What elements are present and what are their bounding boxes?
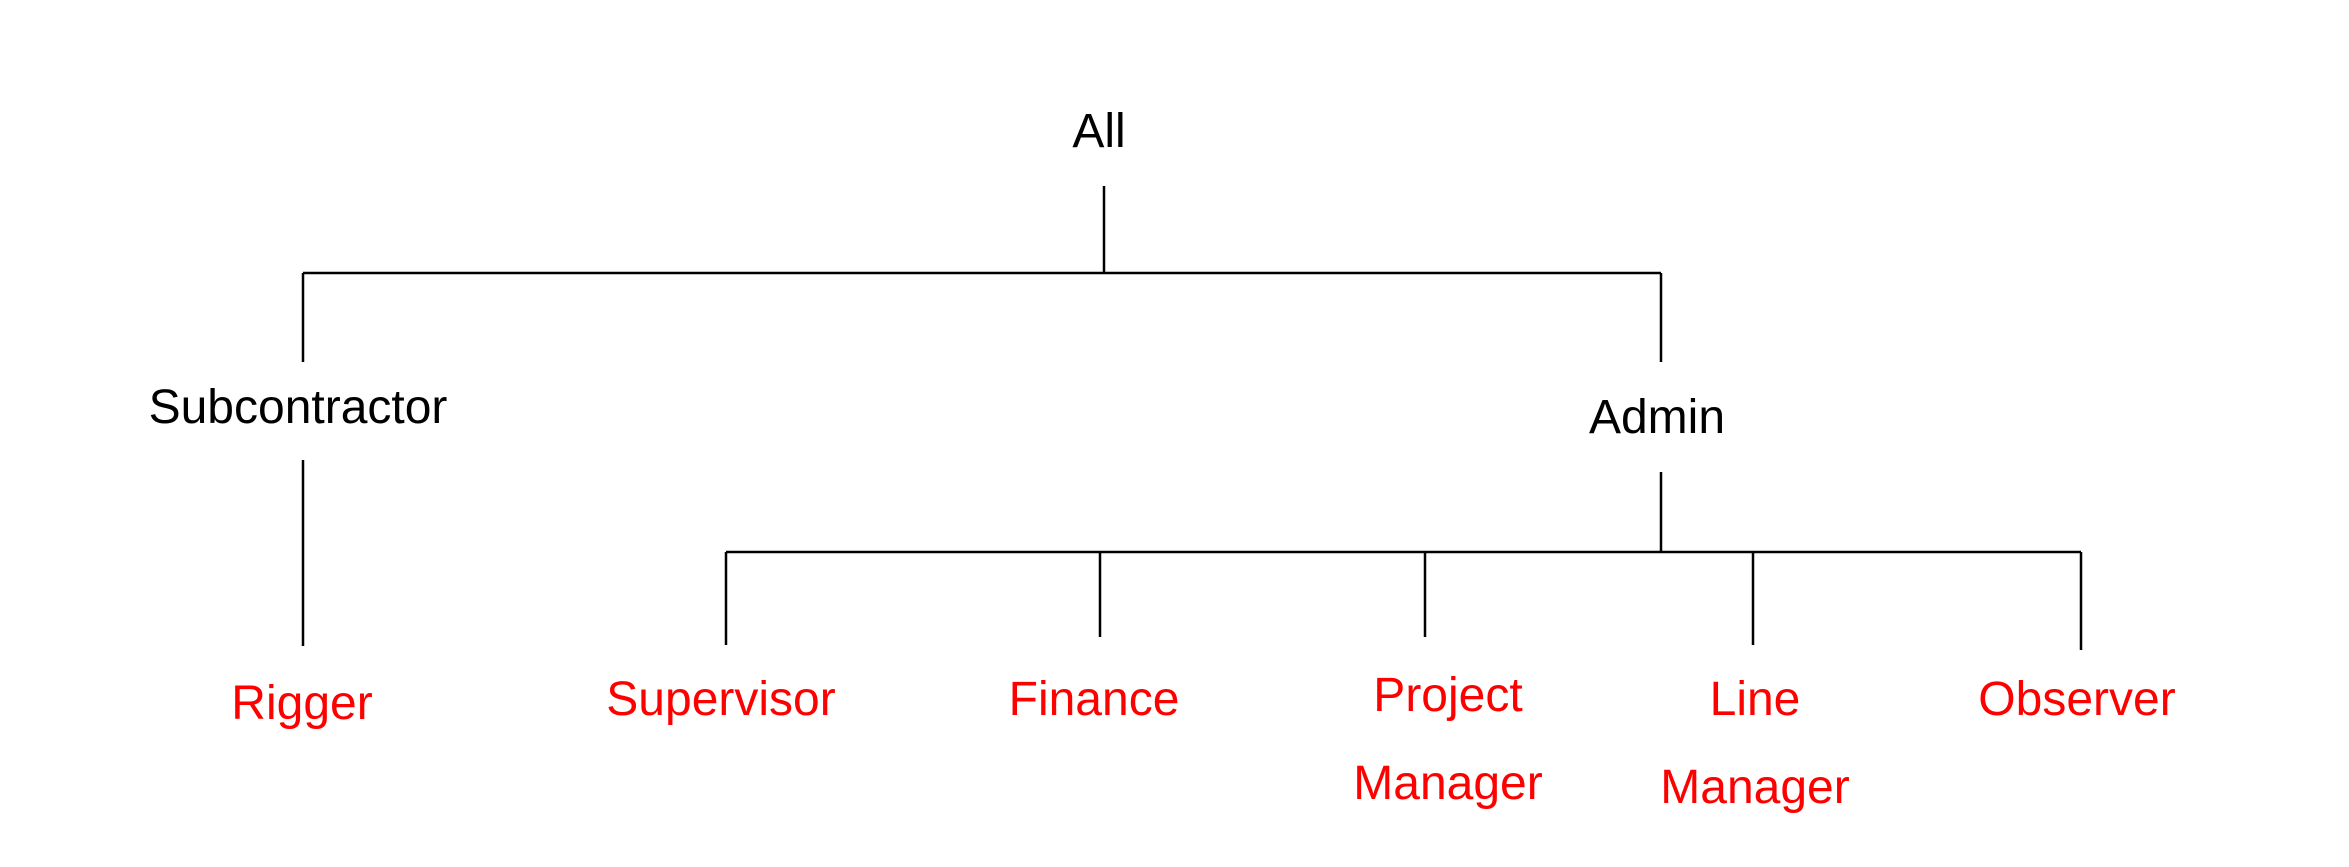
node-label-line: Subcontractor [148, 381, 448, 434]
node-label-line: Project [1373, 669, 1523, 722]
node-label-line: Line [1709, 673, 1801, 726]
node-subcontractor: Subcontractor [149, 364, 448, 452]
node-admin: Admin [1589, 374, 1725, 462]
node-observer: Observer [1978, 656, 2175, 744]
node-finance: Finance [1009, 656, 1180, 744]
node-supervisor: Supervisor [606, 656, 835, 744]
node-label-line: Admin [1588, 391, 1726, 444]
node-label-line: Manager [1353, 757, 1543, 810]
node-label-line: All [1072, 105, 1126, 158]
node-label-line: Supervisor [606, 673, 836, 726]
node-label-line: Finance [1008, 673, 1180, 726]
node-rigger: Rigger [231, 660, 372, 748]
node-label-line: Observer [1978, 673, 2176, 726]
node-label-line: Manager [1660, 761, 1850, 814]
node-all: All [1072, 88, 1125, 176]
node-label-line: Rigger [231, 677, 373, 730]
